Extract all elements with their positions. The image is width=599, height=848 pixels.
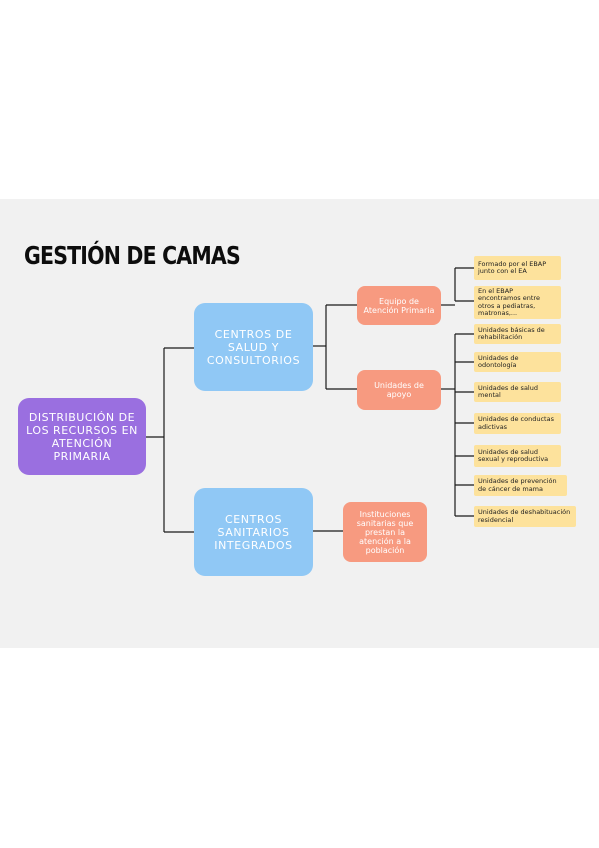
branch-centros-salud-label: CENTROS DE SALUD Y CONSULTORIOS — [206, 327, 301, 367]
leaf-equipo: En el EBAP encontramos entre otros a ped… — [474, 286, 561, 319]
sub-equipo-atencion: Equipo de Atención Primaria — [357, 286, 441, 325]
leaf-unidad: Unidades básicas de rehabilitación — [474, 324, 561, 344]
branch-centros-integrados-label: CENTROS SANITARIOS INTEGRADOS — [214, 512, 293, 552]
root-label: DISTRIBUCIÓN DE LOS RECURSOS EN ATENCIÓN… — [26, 410, 138, 463]
sub-equipo-atencion-label: Equipo de Atención Primaria — [363, 296, 435, 315]
root-node: DISTRIBUCIÓN DE LOS RECURSOS EN ATENCIÓN… — [18, 398, 146, 475]
leaf-unidad-label: Unidades de salud sexual y reproductiva — [478, 447, 549, 463]
sub-instituciones: Instituciones sanitarias que prestan la … — [343, 502, 427, 562]
branch-centros-integrados: CENTROS SANITARIOS INTEGRADOS — [194, 488, 313, 576]
leaf-unidad: Unidades de conductas adictivas — [474, 413, 561, 434]
leaf-equipo: Formado por el EBAP junto con el EA — [474, 256, 561, 280]
leaf-unidad: Unidades de salud mental — [474, 382, 561, 402]
leaf-equipo-label: En el EBAP encontramos entre otros a ped… — [478, 286, 540, 317]
leaf-unidad: Unidades de odontología — [474, 352, 561, 372]
leaf-equipo-label: Formado por el EBAP junto con el EA — [478, 259, 547, 275]
diagram-title: GESTIÓN DE CAMAS — [24, 241, 241, 270]
leaf-unidad-label: Unidades de conductas adictivas — [478, 415, 554, 431]
leaf-unidad-label: Unidades básicas de rehabilitación — [478, 325, 545, 341]
leaf-unidad: Unidades de salud sexual y reproductiva — [474, 445, 561, 467]
leaf-unidad-label: Unidades de odontología — [478, 353, 519, 369]
leaf-unidad-label: Unidades de prevención de cáncer de mama — [478, 477, 557, 493]
branch-centros-salud: CENTROS DE SALUD Y CONSULTORIOS — [194, 303, 313, 391]
leaf-unidad: Unidades de deshabituación residencial — [474, 506, 576, 527]
sub-unidades-apoyo: Unidades de apoyo — [357, 370, 441, 410]
sub-instituciones-label: Instituciones sanitarias que prestan la … — [356, 509, 414, 555]
sub-unidades-apoyo-label: Unidades de apoyo — [374, 381, 424, 399]
leaf-unidad: Unidades de prevención de cáncer de mama — [474, 475, 567, 496]
leaf-unidad-label: Unidades de salud mental — [478, 383, 538, 399]
leaf-unidad-label: Unidades de deshabituación residencial — [478, 508, 571, 524]
